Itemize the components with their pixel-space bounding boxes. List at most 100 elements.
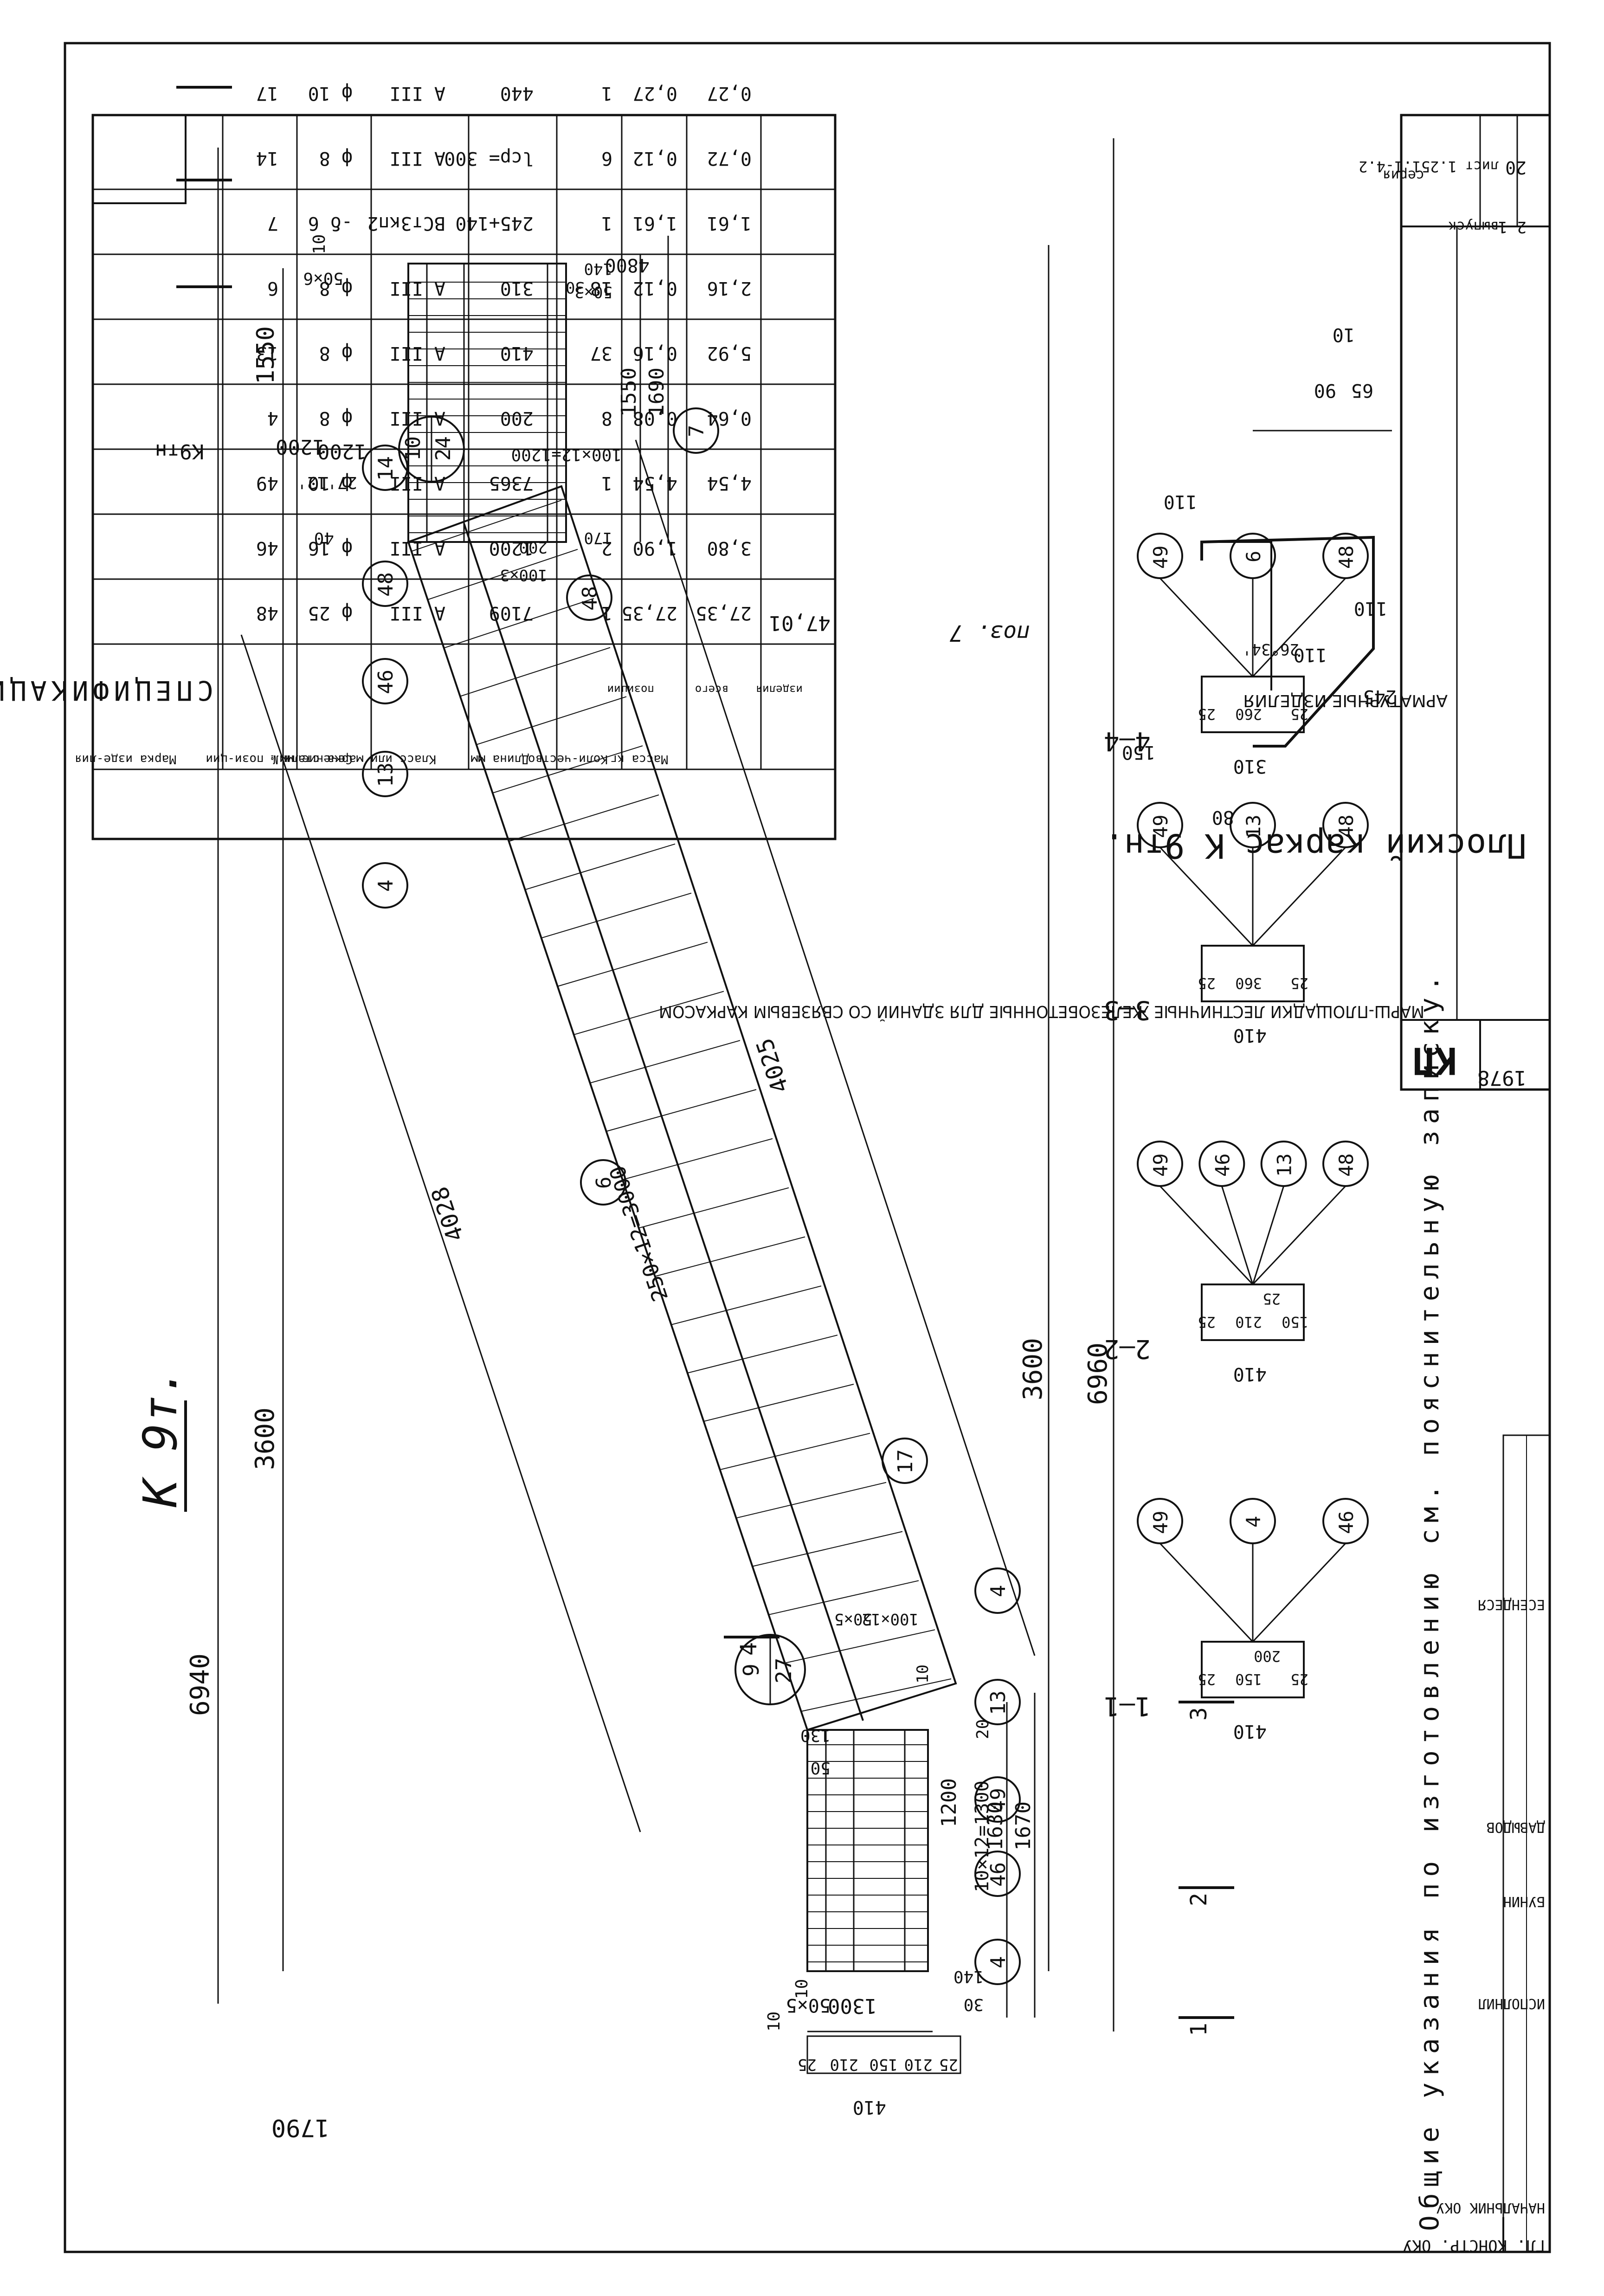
svg-text:НАЧАЛЬНИК ОКУ: НАЧАЛЬНИК ОКУ — [1436, 2199, 1545, 2216]
spec-cell: 1 — [601, 602, 612, 624]
spec-cell: 0,12 — [633, 277, 677, 299]
spec-header: Сечение мм — [280, 752, 353, 766]
section-balloon — [1230, 533, 1276, 579]
spec-cell: 1,90 — [633, 537, 677, 559]
spec-cell: ВСт3кп2 — [367, 213, 445, 234]
svg-text:140: 140 — [584, 259, 612, 278]
svg-text:серия: серия — [1383, 167, 1424, 183]
section-width: 410 — [1233, 1721, 1267, 1742]
section-balloon-label: 13 — [1273, 1153, 1296, 1177]
spec-cell: А III — [390, 602, 445, 624]
svg-text:1200: 1200 — [937, 1778, 961, 1827]
svg-text:90: 90 — [1314, 380, 1336, 401]
svg-text:100×3: 100×3 — [500, 566, 548, 584]
svg-text:20: 20 — [1505, 157, 1527, 178]
svg-text:30: 30 — [964, 1995, 984, 2014]
svg-text:2: 2 — [1186, 1893, 1212, 1906]
section-balloon-label: 13 — [1242, 814, 1265, 838]
spec-header: Длина мм — [471, 752, 529, 766]
svg-text:3: 3 — [1186, 1707, 1212, 1721]
svg-text:100×12: 100×12 — [862, 1610, 919, 1628]
callout-balloon — [974, 1939, 1021, 1985]
section-balloon — [1322, 533, 1369, 579]
section-dim: 25 — [1198, 974, 1216, 992]
callout-balloon — [974, 1776, 1021, 1823]
svg-text:170: 170 — [584, 529, 612, 547]
svg-text:10: 10 — [310, 234, 329, 254]
spec-header: Класс или марка стали — [283, 752, 436, 766]
section-balloon-label: 48 — [1335, 545, 1358, 569]
spec-cell: 5,92 — [707, 342, 752, 364]
svg-text:1630: 1630 — [984, 1801, 1007, 1851]
spec-cell: 18 — [590, 277, 612, 299]
svg-text:1.251.1-4.2: 1.251.1-4.2 — [1359, 158, 1457, 175]
spec-cell: 410 — [500, 342, 534, 364]
svg-text:ИСПОЛНИЛ: ИСПОЛНИЛ — [1478, 1995, 1546, 2012]
general-note: Общие указания по изготовлению см. поясн… — [1415, 969, 1445, 2231]
spec-header: Масса кг — [610, 752, 668, 766]
section-marks: 1 2 3 4 — [176, 86, 1234, 2036]
section-balloon-label: 49 — [1149, 1510, 1172, 1534]
callout-balloon — [362, 658, 408, 704]
spec-cell: А III — [390, 537, 445, 559]
svg-text:110: 110 — [1354, 598, 1387, 619]
callout-label: 46 — [986, 1862, 1010, 1887]
svg-text:1: 1 — [1186, 2023, 1212, 2036]
spec-cell: ф 8 — [319, 277, 353, 299]
flight-cage: 4028 4025 250×12=3000 100×3 100×12 50×5 … — [240, 416, 1036, 1832]
spec-cell: 7109 — [489, 602, 534, 624]
svg-text:110: 110 — [1164, 491, 1197, 512]
main-title: К 9т. — [133, 1367, 187, 1512]
section-width: 410 — [1233, 1363, 1267, 1385]
svg-text:4025: 4025 — [751, 1035, 794, 1096]
section-title: 2–2 — [1104, 1334, 1151, 1364]
spec-cell: 0,12 — [633, 148, 677, 169]
svg-text:150: 150 — [1122, 742, 1155, 763]
svg-text:1200: 1200 — [317, 439, 367, 463]
svg-text:АРМАТУРНЫЕ ИЗДЕЛИЯ: АРМАТУРНЫЕ ИЗДЕЛИЯ — [1243, 691, 1448, 710]
spec-cell: А III — [390, 148, 445, 169]
svg-text:27: 27 — [771, 1658, 796, 1683]
svg-text:ГЛ. КОНСТР. ОКУ: ГЛ. КОНСТР. ОКУ — [1403, 2236, 1545, 2255]
spec-total: 47,01 — [769, 611, 831, 635]
spec-cell: lср= 300 — [444, 148, 534, 169]
callout-label: 14 — [374, 456, 398, 481]
spec-cell: 2,16 — [707, 277, 752, 299]
section-dim: 25 — [1198, 705, 1216, 723]
svg-text:4800: 4800 — [605, 254, 650, 276]
section-title: 4–4 — [1104, 726, 1151, 756]
svg-text:Плоский каркас К 9тн.: Плоский каркас К 9тн. — [1104, 826, 1527, 865]
svg-text:СПЕЦИФИКАЦИЯ СТАЛИ НА ИЗДЕЛ: СПЕЦИФИКАЦИЯ СТАЛИ НА ИЗДЕЛИЕ — [0, 675, 213, 706]
svg-text:410: 410 — [853, 2096, 886, 2118]
spec-cell: ф 16 — [308, 537, 353, 559]
spec-mass-sub: позиции — [607, 683, 654, 696]
spec-cell: А III — [390, 83, 445, 104]
spec-cell: А III — [390, 407, 445, 429]
svg-text:150: 150 — [870, 2055, 898, 2074]
svg-text:БУНИН: БУНИН — [1503, 1893, 1545, 1909]
sheet-border — [64, 42, 1551, 2253]
dimensions-top: 6940 3600 1550 1790 — [185, 148, 329, 2141]
section-balloon — [1230, 1498, 1276, 1544]
svg-text:1670: 1670 — [1011, 1801, 1035, 1851]
spec-cell: 8 — [601, 407, 612, 429]
signature-stamp: ГЛ. КОНСТР. ОКУ НАЧАЛЬНИК ОКУ ИСПОЛНИЛ Е… — [1403, 1434, 1551, 2255]
spec-cell: 7 — [267, 213, 278, 234]
svg-text:4: 4 — [736, 1642, 762, 1656]
spec-cell: 1 — [601, 472, 612, 494]
svg-text:К 9т.: К 9т. — [133, 1367, 187, 1508]
spec-cell: 0,64 — [707, 407, 752, 429]
svg-text:50×5: 50×5 — [786, 1994, 831, 2016]
spec-header: Марка изде-лия — [75, 752, 176, 766]
callout-balloon — [362, 862, 408, 909]
svg-text:1690: 1690 — [645, 368, 669, 417]
spec-cell: 6 — [267, 277, 278, 299]
section-dim: 150 — [1282, 1313, 1308, 1331]
section-balloon — [1137, 1498, 1183, 1544]
spec-cell: А III — [390, 472, 445, 494]
callout-balloon — [673, 407, 719, 454]
section-balloon — [1230, 802, 1276, 848]
svg-text:4028: 4028 — [426, 1183, 469, 1245]
